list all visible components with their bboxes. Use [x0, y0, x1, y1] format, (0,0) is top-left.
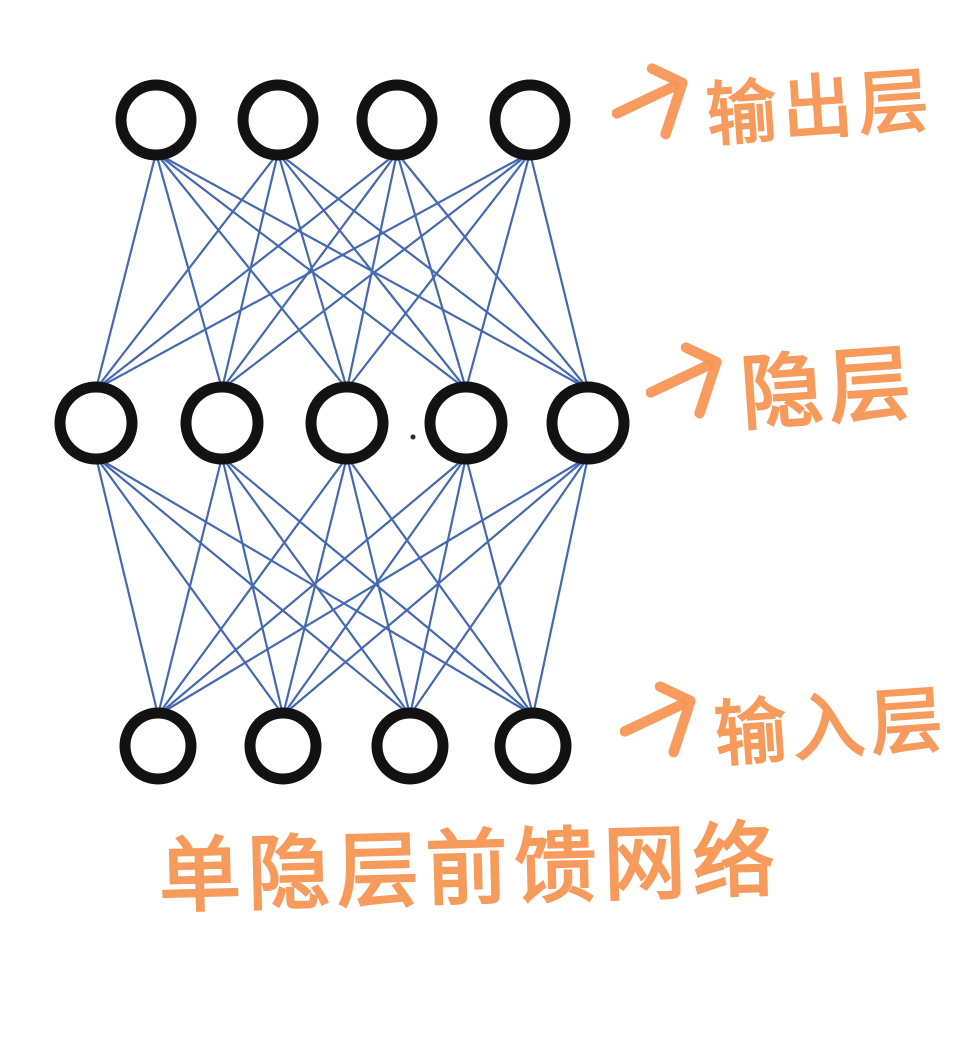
neuron-node [546, 381, 630, 465]
connection-line [395, 151, 468, 391]
connection-line [154, 151, 224, 391]
neuron-node [115, 79, 197, 161]
connection-line [408, 455, 468, 717]
neuron-node [489, 79, 571, 161]
ink-dot [410, 434, 416, 440]
input-layer-label-text: 输入层 [711, 676, 952, 778]
arrow-icon [646, 341, 722, 418]
arrow-icon [612, 62, 688, 139]
output-layer-label: 输出层 [612, 52, 937, 157]
connection-line [156, 455, 224, 717]
neuron-node [244, 707, 322, 785]
hidden-layer-label-text: 隐层 [737, 335, 920, 444]
connection-line [345, 151, 532, 391]
connection-line [395, 151, 590, 391]
neuron-node [305, 381, 389, 465]
connection-line [154, 151, 349, 391]
connection-line [345, 151, 399, 391]
connection-line [276, 151, 590, 391]
neuron-node [54, 381, 138, 465]
connection-line [156, 455, 349, 717]
connection-line [94, 151, 280, 391]
neuron-node [371, 707, 449, 785]
neuron-node [119, 707, 197, 785]
neuron-node [180, 381, 264, 465]
connection-line [531, 455, 590, 717]
connection-line [345, 455, 535, 717]
arrow-icon [620, 680, 696, 757]
connection-line [281, 455, 590, 717]
neuron-node [356, 79, 438, 161]
connection-line [94, 455, 160, 717]
connection-line [220, 151, 399, 391]
neuron-node [494, 707, 572, 785]
output-layer-label-text: 输出层 [703, 59, 937, 157]
connection-line [528, 151, 590, 391]
connection-line [94, 151, 532, 391]
connection-line [94, 151, 158, 391]
connection-line [220, 151, 280, 391]
input-layer-label: 输入层 [620, 668, 951, 777]
connection-line [156, 455, 590, 717]
neuron-node [424, 381, 508, 465]
connection-line [408, 455, 590, 717]
connection-line [281, 455, 349, 717]
diagram-title: 单隐层前馈网络 [157, 813, 783, 926]
connection-line [156, 455, 468, 717]
connection-line [220, 151, 532, 391]
connection-line [94, 151, 399, 391]
neuron-node [237, 79, 319, 161]
connection-line [464, 151, 532, 391]
hidden-layer-label: 隐层 [646, 322, 920, 443]
connection-line [345, 455, 412, 717]
